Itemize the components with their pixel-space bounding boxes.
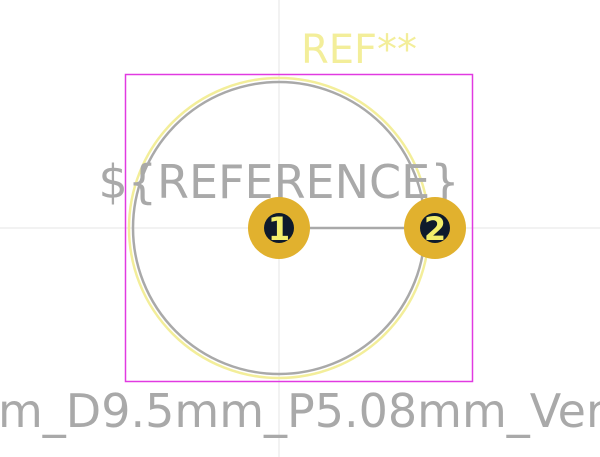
pad-2-drill bbox=[420, 213, 450, 243]
pad-2[interactable]: 2 bbox=[404, 197, 466, 259]
pad-1[interactable]: 1 bbox=[248, 197, 310, 259]
pad-1-drill bbox=[264, 213, 294, 243]
courtyard-outline[interactable] bbox=[124, 73, 474, 383]
pad-1-number: 1 bbox=[268, 210, 290, 248]
ref-designator-text[interactable]: REF** bbox=[301, 27, 417, 73]
value-field-text[interactable]: m_D9.5mm_P5.08mm_Verti bbox=[0, 384, 600, 438]
pad-2-number: 2 bbox=[424, 210, 446, 248]
